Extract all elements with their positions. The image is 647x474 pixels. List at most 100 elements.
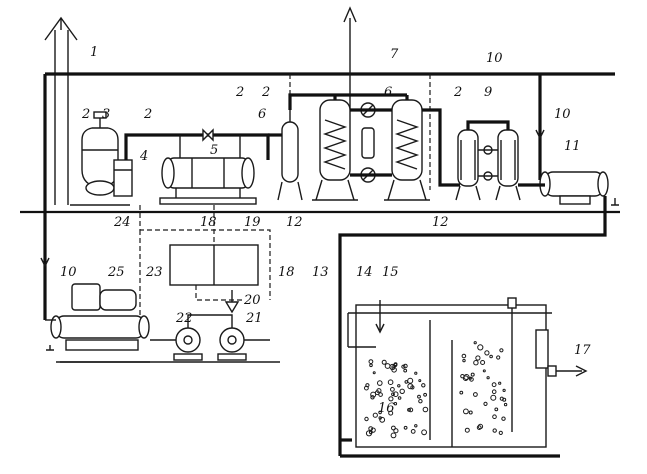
- bubble: [461, 353, 467, 359]
- label-2: 2: [81, 107, 90, 122]
- bubble: [399, 388, 405, 394]
- bubble: [391, 367, 397, 373]
- bubble: [498, 430, 503, 435]
- bubble: [473, 392, 478, 397]
- filter-left: [455, 129, 481, 201]
- label-20: 20: [243, 293, 261, 308]
- label-11: 11: [564, 139, 581, 154]
- flow-arrow: [535, 129, 545, 140]
- label-4: 4: [139, 149, 148, 164]
- label-17: 17: [574, 343, 591, 358]
- bubble: [498, 381, 502, 385]
- bubble: [378, 392, 383, 397]
- separator-vessel: [70, 111, 130, 206]
- compressor-unit: [539, 171, 609, 205]
- bubble: [468, 410, 473, 415]
- bubble: [502, 397, 507, 402]
- bubble: [391, 425, 396, 431]
- exhaust-stack: [44, 16, 78, 205]
- bubble: [414, 371, 418, 375]
- bubble: [491, 389, 497, 395]
- bubble: [378, 410, 382, 415]
- label-10-right: 10: [554, 107, 571, 122]
- bubble: [379, 416, 386, 423]
- adsorber-right: [384, 99, 430, 201]
- label-2e: 2: [453, 85, 462, 100]
- label-6: 6: [258, 107, 266, 122]
- check-valve[interactable]: [224, 290, 240, 314]
- bubble: [423, 392, 428, 397]
- label-9: 9: [484, 85, 492, 100]
- bubble: [492, 428, 497, 433]
- heat-exchanger: [159, 157, 257, 205]
- bubble: [377, 380, 383, 386]
- bubble: [390, 387, 395, 392]
- label-10-top: 10: [486, 51, 503, 66]
- label-7: 7: [390, 47, 399, 62]
- label-23: 23: [145, 265, 163, 280]
- label-22: 22: [175, 311, 193, 326]
- bubble: [422, 406, 429, 413]
- bubble: [486, 376, 490, 380]
- bubble: [463, 374, 470, 380]
- small-tank: [113, 159, 133, 197]
- bubble: [392, 391, 399, 398]
- bubble: [473, 360, 479, 366]
- label-13: 13: [312, 265, 329, 280]
- label-1: 1: [90, 45, 98, 60]
- bubble: [372, 371, 376, 375]
- bubble: [503, 402, 508, 407]
- bubble: [391, 392, 395, 397]
- bubble: [462, 358, 466, 363]
- bubble: [484, 350, 490, 356]
- label-2c: 2: [235, 85, 244, 100]
- label-14: 14: [356, 265, 373, 280]
- bubble: [376, 388, 382, 394]
- bubble: [491, 382, 497, 388]
- pump-pipe: [187, 314, 233, 328]
- bubble: [393, 428, 399, 434]
- process-pipe: [124, 133, 168, 160]
- bubble: [502, 388, 506, 392]
- switching-valves[interactable]: [360, 102, 376, 183]
- pump-left: [173, 327, 203, 361]
- control-valve[interactable]: [202, 128, 214, 142]
- bubble: [496, 355, 501, 360]
- label-2d: 2: [261, 85, 270, 100]
- process-pipe: [330, 93, 409, 100]
- label-12b: 12: [432, 215, 449, 230]
- flow-arrow: [40, 257, 50, 268]
- bubble: [384, 363, 391, 369]
- process-pipe: [422, 108, 460, 187]
- bubble: [410, 429, 416, 434]
- bubble: [403, 425, 408, 430]
- bubble: [489, 354, 493, 359]
- drain-mark: [46, 345, 54, 351]
- bubble: [476, 425, 482, 431]
- bubble: [417, 394, 421, 399]
- bubble: [407, 383, 414, 390]
- bubble: [407, 377, 414, 384]
- bubble: [494, 407, 499, 412]
- bubble: [369, 363, 373, 368]
- bubble: [393, 362, 398, 368]
- condensate-separator: [277, 110, 303, 201]
- control-panel: [169, 244, 259, 286]
- bubble: [492, 414, 497, 420]
- bubble: [421, 383, 426, 388]
- bubble: [364, 385, 369, 391]
- label-12a: 12: [286, 215, 303, 230]
- label-25: 25: [107, 265, 125, 280]
- bubble-field: [364, 341, 508, 439]
- bubble: [370, 391, 377, 398]
- bubble: [403, 368, 408, 373]
- motor-compressor: [50, 283, 150, 363]
- bubble: [480, 360, 486, 365]
- label-10-left: 10: [60, 265, 77, 280]
- bubble: [397, 384, 401, 388]
- control-line: [139, 205, 271, 300]
- drain-mark: [611, 198, 619, 206]
- bubble: [381, 359, 387, 365]
- bubble: [403, 363, 408, 369]
